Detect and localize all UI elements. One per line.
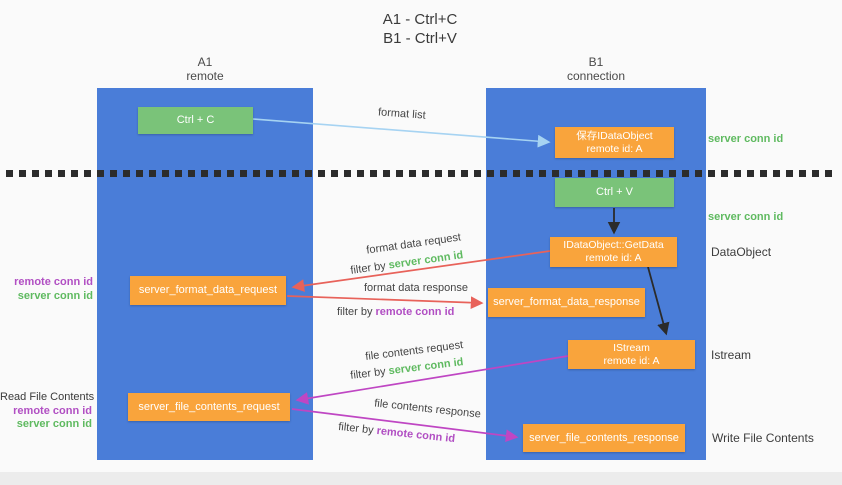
filter-by-remote-conn-id: remote conn id	[375, 424, 456, 446]
session-separator-line	[6, 170, 836, 177]
node-ctrl-c-label: Ctrl + C	[176, 114, 215, 126]
node-istream-line2: remote id: A	[603, 354, 660, 367]
filter-by-remote-conn-id: remote conn id	[375, 306, 455, 318]
node-istream-line1: IStream	[613, 341, 650, 354]
label-server-conn-id-mid: server conn id	[708, 211, 784, 223]
label-filter-file-response: filter by remote conn id	[338, 421, 456, 445]
node-getdata-line2: remote id: A	[585, 252, 642, 264]
node-server-format-data-response-label: server_format_data_response	[493, 296, 640, 308]
node-server-format-data-request-label: server_format_data_request	[138, 284, 278, 296]
diagram-title: A1 - Ctrl+C B1 - Ctrl+V	[320, 10, 520, 48]
node-ctrl-v: Ctrl + V	[555, 178, 674, 207]
node-save-dataobject-line1: 保存IDataObject	[576, 129, 653, 142]
label-format-conn-ids: remote conn id server conn id	[0, 276, 93, 303]
label-server-conn-id-top: server conn id	[708, 133, 784, 145]
label-format-list: format list	[377, 106, 427, 122]
node-ctrl-v-label: Ctrl + V	[596, 186, 633, 198]
column-a-header: A1 remote	[97, 55, 313, 83]
node-server-file-contents-response-label: server_file_contents_response	[529, 431, 679, 444]
filter-by-server-conn-id: server conn id	[387, 356, 465, 378]
filter-by-prefix: filter by	[337, 420, 378, 437]
column-a-role: remote	[186, 69, 224, 83]
node-getdata: IDataObject::GetData remote id: A	[550, 237, 677, 267]
label-dataobject: DataObject	[711, 245, 772, 259]
label-format-remote-conn-id: remote conn id	[14, 276, 93, 288]
label-file-server-conn-id: server conn id	[16, 418, 92, 430]
node-ctrl-c: Ctrl + C	[138, 107, 253, 134]
node-save-dataobject: 保存IDataObject remote id: A	[555, 127, 674, 158]
column-b-role: connection	[566, 69, 626, 83]
filter-by-prefix: filter by	[337, 306, 376, 318]
filter-by-prefix: filter by	[349, 259, 390, 277]
filter-by-prefix: filter by	[349, 365, 390, 382]
filter-by-server-conn-id: server conn id	[387, 249, 465, 272]
node-save-dataobject-line2: remote id: A	[586, 142, 643, 155]
label-file-remote-conn-id: remote conn id	[13, 404, 92, 417]
column-a-id: A1	[197, 55, 213, 69]
label-file-conn-ids: Read File Contents remote conn id server…	[0, 391, 95, 432]
label-file-contents-response: file contents response	[373, 397, 482, 421]
node-server-file-contents-request-label: server_file_contents_request	[138, 400, 280, 413]
label-format-data-response: format data response	[364, 282, 468, 294]
arrow-format-data-response	[286, 295, 484, 310]
title-line-1: A1 - Ctrl+C	[382, 11, 458, 28]
node-server-format-data-response: server_format_data_response	[488, 288, 645, 317]
label-write-file-contents: Write File Contents	[712, 431, 814, 445]
title-line-2: B1 - Ctrl+V	[383, 30, 457, 47]
node-istream: IStream remote id: A	[568, 340, 695, 369]
column-b-header: B1 connection	[486, 55, 706, 83]
label-istream: Istream	[711, 348, 752, 362]
node-server-format-data-request: server_format_data_request	[130, 276, 286, 305]
horizontal-scrollbar[interactable]	[0, 472, 842, 485]
label-filter-format-response: filter by remote conn id	[337, 306, 454, 318]
node-server-file-contents-request: server_file_contents_request	[128, 393, 290, 421]
label-read-file-contents: Read File Contents	[0, 391, 95, 403]
column-b-id: B1	[588, 55, 604, 69]
label-format-server-conn-id: server conn id	[17, 289, 93, 302]
node-getdata-line1: IDataObject::GetData	[563, 239, 664, 251]
node-server-file-contents-response: server_file_contents_response	[523, 424, 685, 452]
